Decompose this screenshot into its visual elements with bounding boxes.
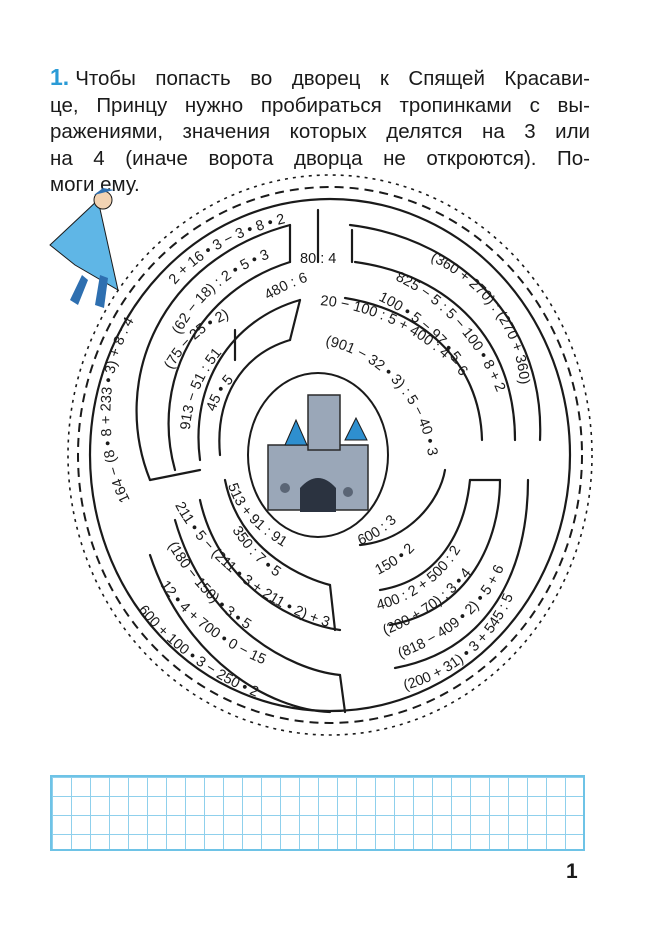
task-line-3: ражениями, значения которых делятся на 3…	[50, 120, 590, 143]
expr-8: (75 − 25 • 2) : 5	[0, 0, 235, 372]
expr-18: 150 • 2	[373, 541, 418, 579]
answer-grid[interactable]	[50, 775, 585, 851]
expr-3: 80 : 4	[300, 251, 336, 267]
maze-illustration: 164 − (8 • 8 + 233 • 3) + 8 : 4 2 + 16 •…	[0, 0, 593, 736]
castle-illustration	[247, 372, 389, 538]
maze-walls	[135, 208, 542, 714]
task-line-5: моги ему.	[50, 173, 140, 196]
task-number: 1.	[50, 64, 70, 90]
expr-6: 480 : 6	[262, 270, 310, 304]
expr-20: 400 : 2 + 500 : 2	[375, 543, 464, 614]
task-line-1: 1.Чтобы попасть во дворец к Спящей Краса…	[50, 64, 590, 90]
prince-illustration	[49, 188, 119, 308]
expr-1: 164 − (8 • 8 + 233 • 3) + 8 : 4	[98, 315, 137, 506]
expr-9: 20 − 100 : 5 + 400 : 4 − 62	[0, 0, 471, 379]
task-line-4: на 4 (иначе ворота дворца не откроются).…	[50, 146, 590, 170]
task-text: 1.Чтобы попасть во дворец к Спящей Краса…	[50, 64, 590, 199]
task-line-2: це, Принцу нужно пробираться тропинками …	[50, 93, 590, 117]
page-number: 1	[566, 860, 578, 883]
expr-13: (901 − 32 • 3) : 5 − 40 • 3	[324, 333, 440, 457]
